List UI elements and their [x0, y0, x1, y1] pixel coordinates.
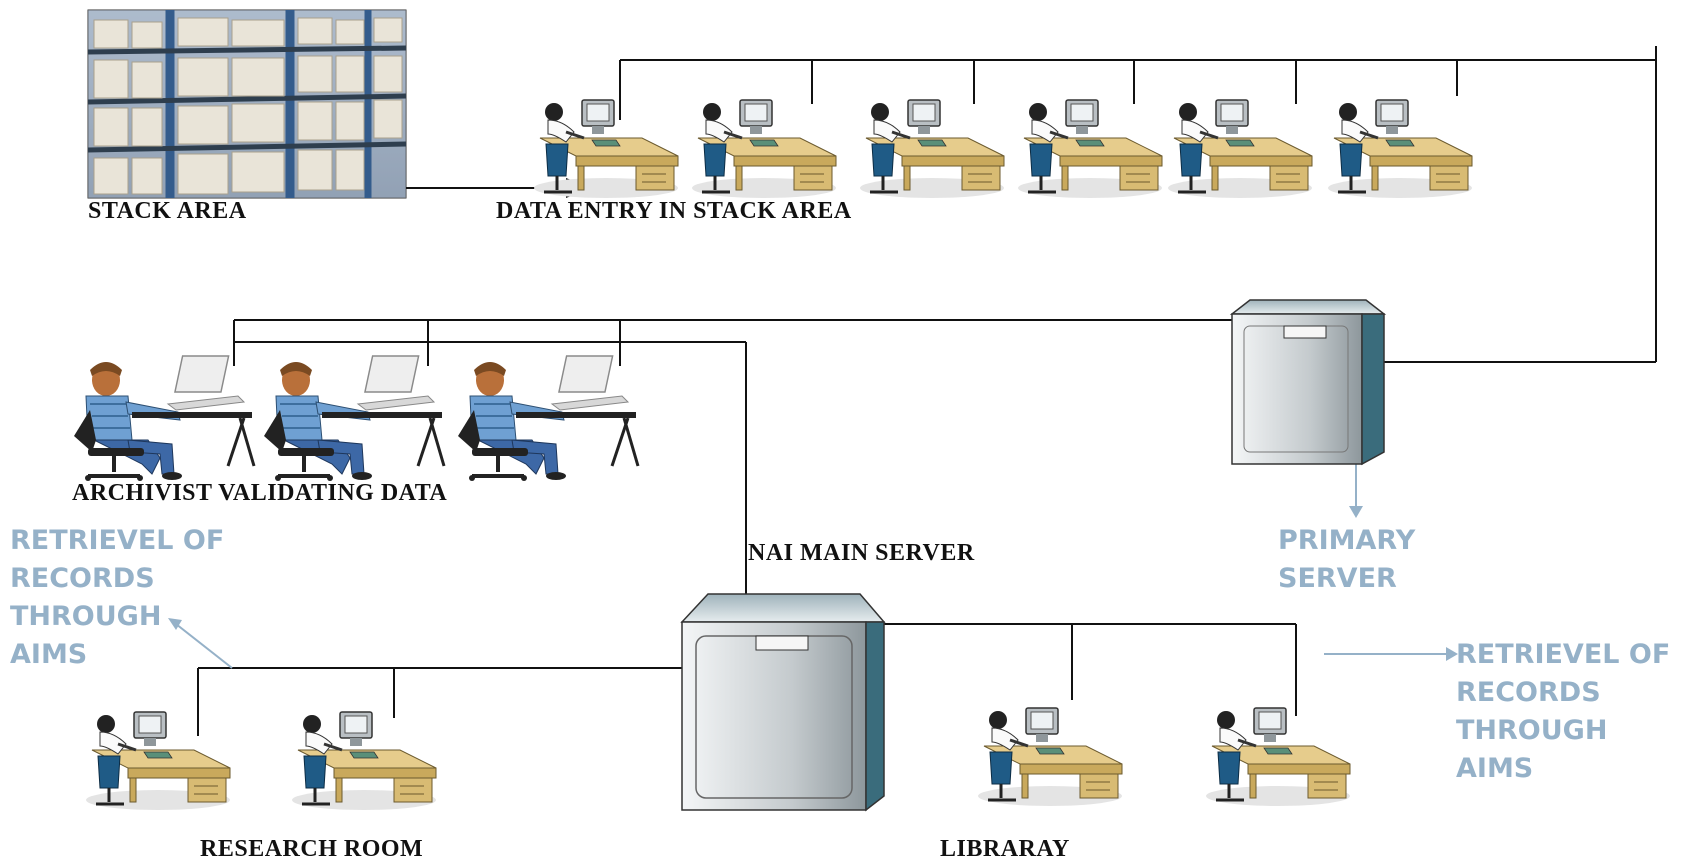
- annotation-arrows: [168, 462, 1458, 669]
- research-room-workstations: [84, 710, 438, 812]
- archivist-label: ARCHIVIST VALIDATING DATA: [72, 480, 448, 506]
- data-entry-workstations: [532, 98, 1474, 200]
- primary-server-note: PRIMARY SERVER: [1278, 525, 1416, 594]
- data-entry-label: DATA ENTRY IN STACK AREA: [496, 198, 852, 224]
- workstation-icon: [858, 98, 1006, 200]
- archivist-icon: [72, 354, 256, 483]
- workstation-icon: [1016, 98, 1164, 200]
- nai-main-server-icon: [680, 593, 886, 812]
- workstation-icon: [1166, 98, 1314, 200]
- workstation-icon: [1326, 98, 1474, 200]
- library-label: LIBRARAY: [940, 836, 1070, 862]
- nai-main-server-label: NAI MAIN SERVER: [748, 540, 975, 566]
- workstation-icon: [84, 710, 232, 812]
- archivist-workstations: [72, 354, 640, 483]
- workstation-icon: [690, 98, 838, 200]
- stack-area-label: STACK AREA: [88, 198, 247, 224]
- archivist-icon: [262, 354, 446, 483]
- connection-lines: [197, 46, 1657, 736]
- primary-server-icon: [1229, 299, 1387, 466]
- archivist-icon: [456, 354, 640, 483]
- workstation-icon: [290, 710, 438, 812]
- retrieval-note-left: RETRIEVEL OF RECORDS THROUGH AIMS: [10, 525, 225, 670]
- research-room-label: RESEARCH ROOM: [200, 836, 424, 862]
- workstation-icon: [976, 706, 1124, 808]
- stack-area-photo: [87, 9, 407, 199]
- library-workstations: [976, 706, 1352, 808]
- retrieval-note-right: RETRIEVEL OF RECORDS THROUGH AIMS: [1456, 639, 1671, 784]
- workstation-icon: [1204, 706, 1352, 808]
- workstation-icon: [532, 98, 680, 200]
